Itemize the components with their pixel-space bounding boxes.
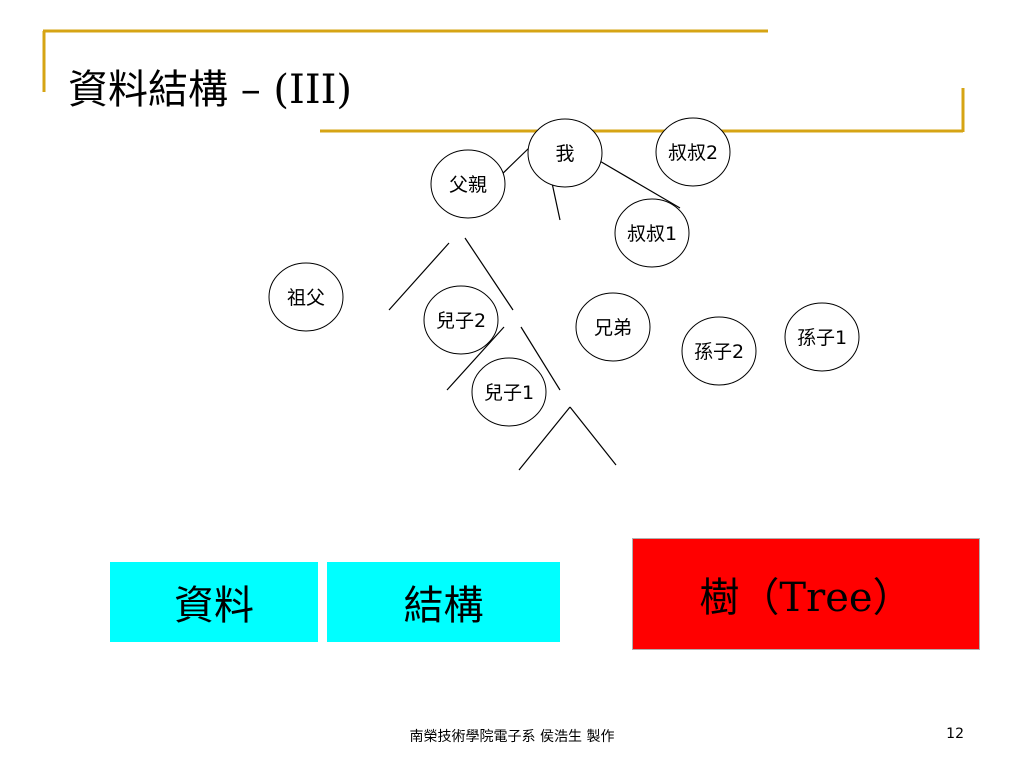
structure-box-label: 結構: [403, 583, 484, 629]
node-label: 叔叔2: [668, 142, 718, 164]
connector-line: [518, 406, 571, 471]
node-grandfather: 祖父: [268, 262, 344, 332]
connector-line: [446, 326, 505, 391]
data-box-label: 資料: [174, 583, 254, 629]
connector-lines: [388, 146, 681, 471]
node-brother: 兄弟: [575, 292, 651, 362]
node-son1: 兒子1: [471, 357, 547, 427]
node-grandson1: 孫子1: [784, 302, 860, 372]
page-number: 12: [946, 726, 964, 742]
node-label: 兒子1: [484, 382, 534, 404]
tree-box: 樹（Tree）: [632, 538, 980, 650]
node-label: 孫子2: [694, 341, 744, 363]
node-label: 我: [555, 143, 574, 165]
tree-box-label: 樹（Tree）: [699, 575, 913, 621]
node-label: 兄弟: [594, 317, 632, 339]
node-label: 叔叔1: [627, 223, 677, 245]
structure-box: 結構: [327, 562, 560, 642]
node-uncle1: 叔叔1: [614, 198, 690, 268]
connector-line: [520, 326, 561, 391]
connector-line: [597, 159, 681, 209]
node-label: 父親: [449, 174, 487, 196]
node-grandson2: 孫子2: [681, 316, 757, 386]
node-son2: 兒子2: [423, 285, 499, 355]
connector-line: [464, 237, 514, 311]
footer-credit: 南榮技術學院電子系 侯浩生 製作: [409, 729, 615, 745]
node-me: 我: [527, 118, 603, 188]
node-label: 孫子1: [797, 327, 847, 349]
node-father: 父親: [430, 149, 506, 219]
slide-title: 資料結構 – (III): [68, 67, 353, 113]
connector-line: [388, 242, 450, 311]
node-uncle2: 叔叔2: [655, 117, 731, 187]
node-label: 兒子2: [436, 310, 486, 332]
connector-line: [569, 406, 617, 466]
data-box: 資料: [110, 562, 318, 642]
node-label: 祖父: [287, 287, 325, 309]
